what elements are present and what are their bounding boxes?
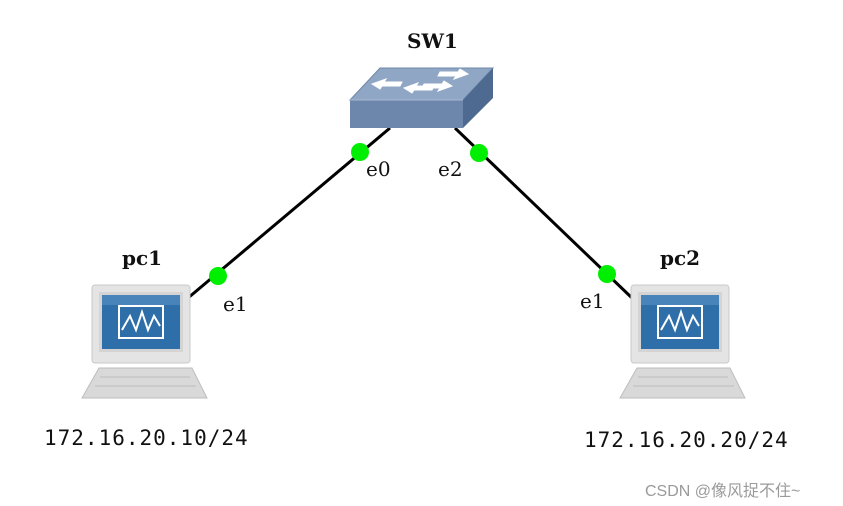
- port-dot-pc1-e1[interactable]: [209, 267, 227, 285]
- pc-icon[interactable]: [81, 284, 208, 399]
- pc2-label: pc2: [660, 246, 701, 270]
- port-label-sw1-e0: e0: [366, 157, 391, 181]
- pc1-ip-label: 172.16.20.10/24: [44, 426, 249, 450]
- pc2-ip-label: 172.16.20.20/24: [584, 428, 789, 452]
- network-switch-icon[interactable]: [348, 67, 495, 128]
- pc-icon[interactable]: [619, 284, 746, 399]
- port-label-sw1-e2: e2: [438, 157, 463, 181]
- port-label-pc1-e1: e1: [223, 292, 248, 316]
- port-dot-pc2-e1[interactable]: [598, 265, 616, 283]
- port-label-pc2-e1: e1: [580, 289, 605, 313]
- port-dot-sw1-e2[interactable]: [470, 144, 488, 162]
- pc1-label: pc1: [122, 246, 163, 270]
- port-dot-sw1-e0[interactable]: [351, 143, 369, 161]
- watermark: CSDN @像风捉不住~: [645, 483, 801, 500]
- switch-label: SW1: [407, 29, 458, 53]
